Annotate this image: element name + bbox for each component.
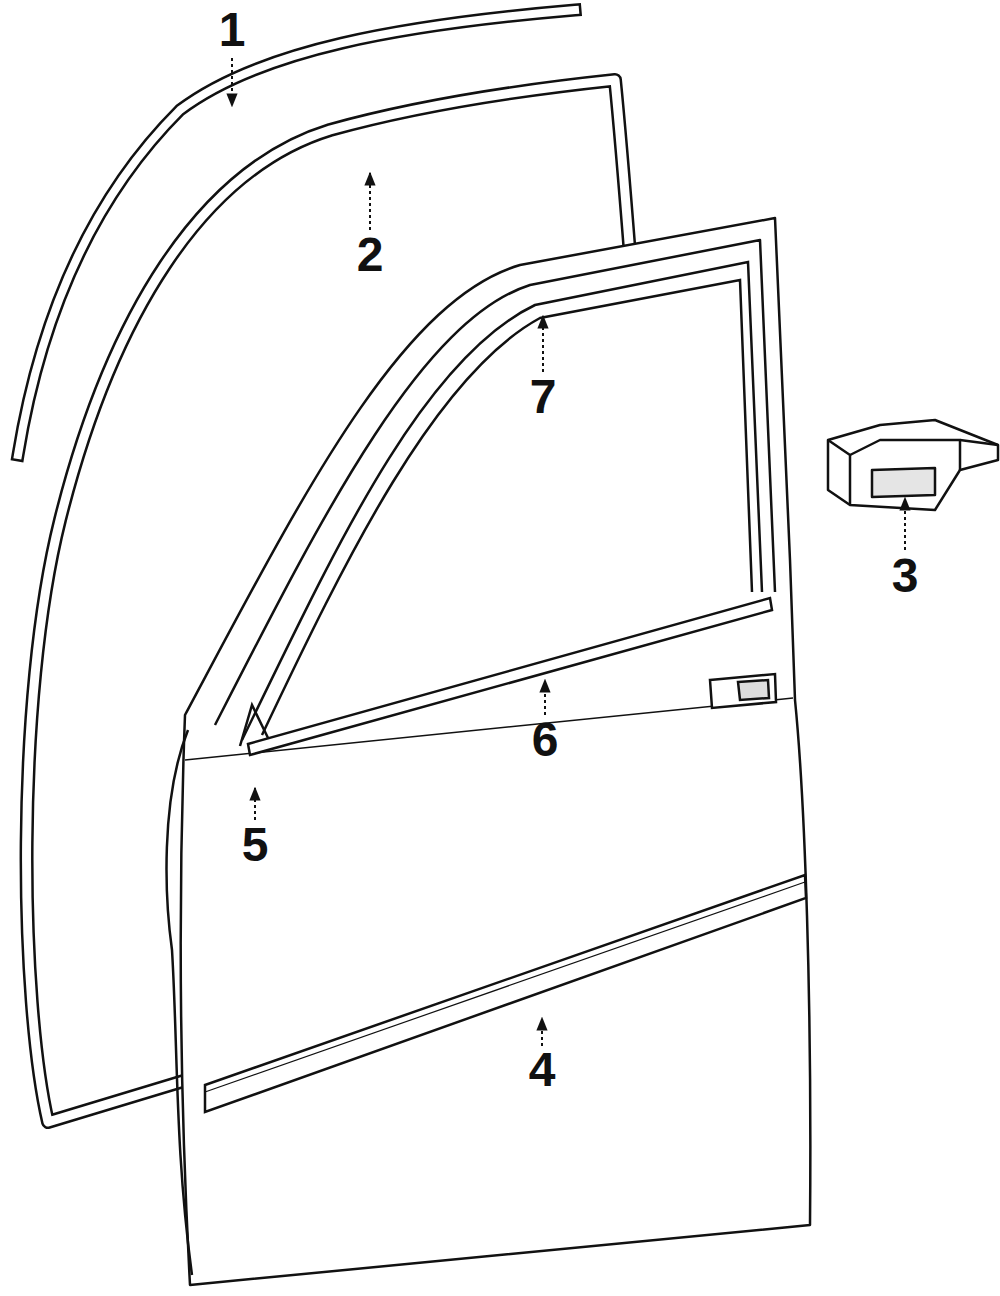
body-side-molding xyxy=(205,875,806,1112)
callout-number: 1 xyxy=(219,6,246,54)
callout-number: 7 xyxy=(530,373,557,421)
door-bracket xyxy=(828,420,998,510)
glass-run-channel xyxy=(242,262,762,740)
leader-lines xyxy=(232,58,905,1046)
callout-number: 3 xyxy=(892,552,919,600)
door-shell xyxy=(167,218,811,1285)
callout-number: 2 xyxy=(357,231,384,279)
callout-number: 6 xyxy=(532,716,559,764)
door-handle xyxy=(710,674,776,708)
belt-molding xyxy=(248,598,772,755)
callout-number: 5 xyxy=(242,821,269,869)
callout-number: 4 xyxy=(529,1046,556,1094)
